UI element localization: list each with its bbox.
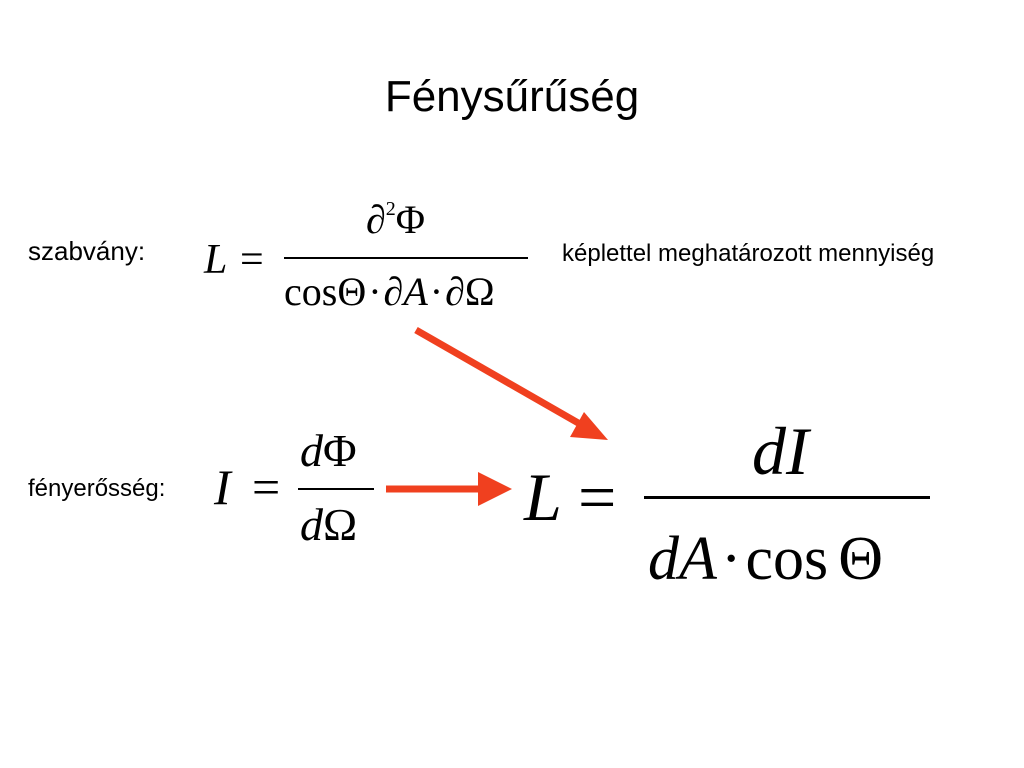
- intensity-denominator: dΩ: [300, 498, 357, 551]
- intensity-equals: =: [252, 459, 281, 515]
- partial-symbol: ∂: [445, 269, 465, 314]
- result-fraction-bar: [644, 496, 930, 499]
- intensity-fraction-bar: [298, 488, 374, 490]
- theta-symbol: Θ: [838, 525, 883, 593]
- dot-operator: ·: [368, 269, 382, 314]
- dot-operator: ·: [429, 269, 444, 314]
- horizontal-arrow: [386, 472, 512, 506]
- intensity-lhs: I: [214, 459, 231, 515]
- standard-fraction-bar: [284, 257, 528, 259]
- d-symbol: d: [648, 525, 679, 593]
- partial-symbol: ∂: [383, 269, 404, 314]
- exponent: 2: [385, 198, 396, 220]
- phi-symbol: Φ: [395, 197, 426, 242]
- intensity-symbol: I: [786, 413, 809, 489]
- dot-operator: ·: [720, 525, 742, 593]
- phi-symbol: Φ: [323, 425, 357, 476]
- standard-label: szabvány:: [28, 236, 146, 266]
- standard-denominator: cosΘ·∂A·∂Ω: [284, 268, 495, 315]
- d-symbol: d: [752, 413, 786, 489]
- cos-text: cos: [284, 269, 338, 314]
- standard-numerator: ∂2Φ: [366, 196, 425, 243]
- area-symbol: A: [679, 525, 717, 593]
- standard-note: képlettel meghatározott mennyiség: [562, 240, 935, 267]
- d-symbol: d: [300, 499, 323, 550]
- cos-text: cos: [745, 525, 829, 593]
- diagonal-arrow: [414, 326, 608, 440]
- diagonal-arrow-head: [570, 412, 608, 440]
- intensity-numerator: dΦ: [300, 424, 357, 477]
- result-lhs: L: [524, 459, 562, 535]
- standard-lhs: L: [204, 237, 228, 283]
- partial-symbol: ∂: [366, 197, 386, 242]
- slide-title: Fénysűrűség: [384, 72, 640, 121]
- theta-symbol: Θ: [337, 269, 367, 314]
- area-symbol: A: [403, 269, 428, 314]
- omega-symbol: Ω: [323, 499, 358, 550]
- d-symbol: d: [300, 425, 323, 476]
- result-numerator: dI: [752, 412, 809, 491]
- result-equals: =: [578, 459, 617, 535]
- horizontal-arrow-head: [478, 472, 512, 506]
- diagonal-arrow-shaft: [414, 326, 582, 428]
- standard-equals: =: [240, 237, 264, 283]
- intensity-label: fényerősség:: [28, 475, 166, 502]
- omega-symbol: Ω: [464, 269, 495, 314]
